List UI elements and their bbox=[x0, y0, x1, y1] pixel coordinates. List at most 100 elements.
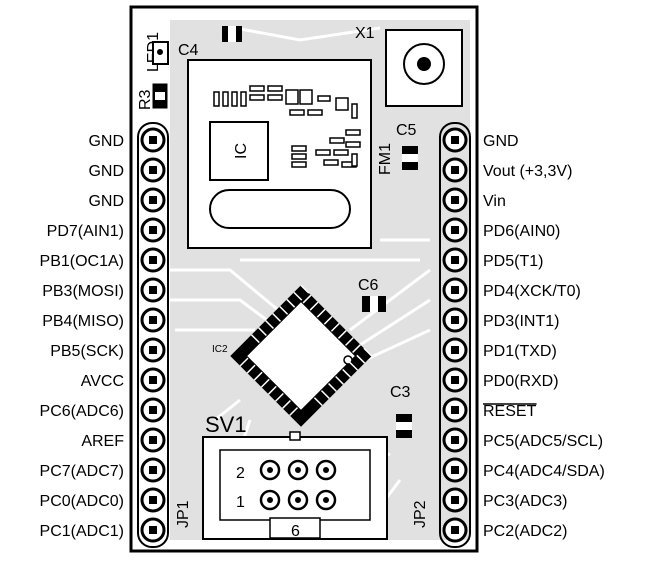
header-pad-hole bbox=[149, 406, 157, 414]
ic2-pin-gap bbox=[328, 383, 337, 392]
header-pad-hole bbox=[451, 136, 459, 144]
ic2-pin-gap bbox=[330, 322, 340, 332]
ic2-pin-gaps bbox=[239, 284, 373, 416]
left-pin-label: PC0(ADC0) bbox=[40, 493, 124, 510]
ic2-pin-gap bbox=[313, 397, 323, 407]
header-pad-hole bbox=[149, 496, 157, 504]
header-pad-hole bbox=[149, 436, 157, 444]
r3-label: R3 bbox=[137, 89, 154, 110]
c3-body bbox=[396, 422, 412, 430]
right-pin-label: Vout (+3,3V) bbox=[483, 163, 572, 180]
ic2-label: IC2 bbox=[212, 344, 228, 355]
module-smd-parts bbox=[213, 85, 361, 168]
header-pad-hole bbox=[149, 286, 157, 294]
right-pin-label: PC2(ADC2) bbox=[483, 523, 567, 540]
left-pin-label: PB1(OC1A) bbox=[40, 253, 124, 270]
right-pin-label: PD0(RXD) bbox=[483, 373, 559, 390]
c6-label: C6 bbox=[358, 277, 379, 294]
ic2-pin-gap bbox=[363, 347, 373, 357]
sv1-pin1-label: 1 bbox=[236, 494, 245, 511]
ic2-pin-gap bbox=[282, 400, 291, 409]
sv1-key-notch bbox=[269, 517, 321, 539]
ic2-pin-gap bbox=[267, 385, 277, 395]
fm1-label: FM1 bbox=[377, 143, 394, 175]
left-pin-label: PB5(SCK) bbox=[50, 343, 124, 360]
ic2-pin-gap bbox=[250, 334, 260, 344]
ic2-pin-gap bbox=[320, 390, 330, 399]
left-pin-label: GND bbox=[88, 193, 124, 210]
c6-body bbox=[370, 296, 378, 312]
sv1-pad-hole bbox=[267, 497, 273, 503]
header-pad-hole bbox=[149, 136, 157, 144]
left-pin-label: GND bbox=[88, 133, 124, 150]
left-pin-label: GND bbox=[88, 163, 124, 180]
header-pad-hole bbox=[451, 466, 459, 474]
ic2-pin-gap bbox=[335, 375, 344, 385]
ic2-pin-gap bbox=[275, 392, 284, 402]
ic2-pin-gap bbox=[265, 320, 274, 329]
x1-pad bbox=[417, 57, 431, 71]
left-pin-label: PC1(ADC1) bbox=[40, 523, 124, 540]
top-cap-body bbox=[228, 26, 236, 42]
crystal-outline bbox=[209, 189, 351, 229]
ic2-pin-gap bbox=[253, 371, 263, 381]
header-pad-hole bbox=[149, 196, 157, 204]
right-header-outline bbox=[439, 122, 471, 548]
header-pad-hole bbox=[451, 316, 459, 324]
left-pin-label: AREF bbox=[81, 433, 124, 450]
header-pad-hole bbox=[451, 436, 459, 444]
header-pad-hole bbox=[149, 226, 157, 234]
right-pin-label: PC5(ADC5/SCL) bbox=[483, 433, 603, 450]
left-pin-label: PB3(MOSI) bbox=[42, 283, 124, 300]
sv1-pin6-label: 6 bbox=[291, 523, 300, 540]
left-pin-label: PC7(ADC7) bbox=[40, 463, 124, 480]
ic2-pin-gap bbox=[323, 315, 333, 325]
right-pin-label: PD5(T1) bbox=[483, 253, 543, 270]
ic2-pin1-dot bbox=[343, 355, 353, 365]
left-pin-labels: GNDGNDGNDPD7(AIN1)PB1(OC1A)PB3(MOSI)PB4(… bbox=[40, 133, 125, 540]
left-pin-label: PC6(ADC6) bbox=[40, 403, 124, 420]
c5-body bbox=[402, 154, 418, 162]
header-pad-hole bbox=[451, 166, 459, 174]
c3-label: C3 bbox=[390, 384, 411, 401]
left-header-pads bbox=[140, 127, 166, 543]
right-pin-label: PD6(AIN0) bbox=[483, 223, 560, 240]
sv1-pads bbox=[259, 459, 337, 511]
sv1-label: SV1 bbox=[205, 412, 247, 437]
header-pad-hole bbox=[451, 406, 459, 414]
sv1-pad-hole bbox=[295, 497, 301, 503]
header-pad-hole bbox=[149, 466, 157, 474]
ic2-pin-gap bbox=[356, 354, 366, 364]
ic2-pin-gap bbox=[316, 308, 326, 318]
ic2-pin-gap bbox=[342, 368, 352, 378]
c4-label: C4 bbox=[178, 42, 199, 59]
ic2-pin-gap bbox=[349, 361, 359, 371]
ic-outline bbox=[209, 121, 269, 181]
header-pad-hole bbox=[149, 256, 157, 264]
ic2-pin-gap bbox=[345, 337, 354, 346]
right-pin-label: PD1(TXD) bbox=[483, 343, 557, 360]
ic2-pin-gap bbox=[289, 407, 298, 416]
sv1-pin2-label: 2 bbox=[236, 465, 245, 482]
header-pad-hole bbox=[451, 256, 459, 264]
c5-label: C5 bbox=[396, 122, 417, 139]
sv1-pad-hole bbox=[323, 467, 329, 473]
jp2-label: JP2 bbox=[412, 500, 429, 528]
ic2-pin-gap bbox=[300, 284, 310, 294]
ic2-pin-gap bbox=[337, 330, 347, 339]
header-pad-hole bbox=[451, 286, 459, 294]
traces bbox=[170, 26, 431, 521]
left-pin-label: PD7(AIN1) bbox=[47, 223, 124, 240]
right-pin-label: Vin bbox=[483, 193, 506, 210]
ic2-pin-gap bbox=[352, 344, 361, 353]
sv1-pad-hole bbox=[323, 497, 329, 503]
ic2-pin-gap bbox=[246, 364, 256, 374]
right-pin-label: GND bbox=[483, 133, 519, 150]
ic2-pin-gap bbox=[279, 305, 289, 315]
ic2-pin-gap bbox=[272, 313, 282, 322]
right-pin-label: PC4(ADC4/SDA) bbox=[483, 463, 605, 480]
x1-label: X1 bbox=[355, 25, 375, 42]
ic-label: IC bbox=[233, 143, 250, 159]
ic2-pin-gap bbox=[293, 291, 303, 301]
